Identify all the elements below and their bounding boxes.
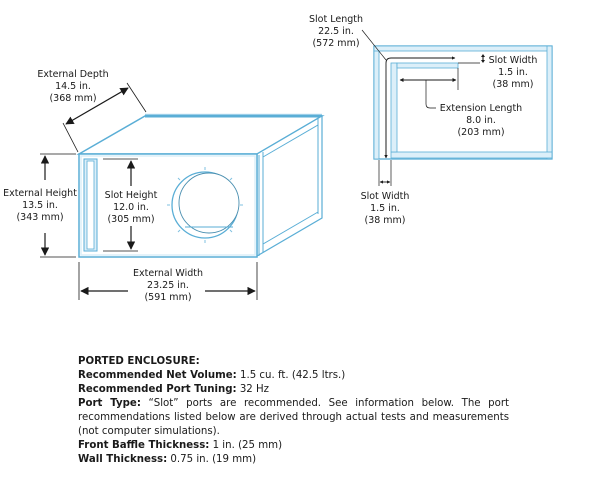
slot-length-mm: (572 mm) (312, 38, 359, 49)
slot-width-bottom-inches: 1.5 in. (370, 203, 400, 214)
external-height-inches: 13.5 in. (22, 200, 58, 211)
slot-top-view: Slot Length 22.5 in. (572 mm) Slot Width… (309, 14, 553, 226)
box-3d (76, 113, 325, 258)
enclosure-specs: PORTED ENCLOSURE: Recommended Net Volume… (78, 355, 509, 467)
slot-width-top-mm: (38 mm) (492, 79, 533, 90)
baffle-thickness-row: Front Baffle Thickness: 1 in. (25 mm) (78, 439, 509, 453)
slot-divider (390, 62, 398, 153)
wall-thickness-value: 0.75 in. (19 mm) (167, 454, 257, 465)
slot-extension (396, 62, 459, 69)
external-width-inches: 23.25 in. (147, 280, 189, 291)
slot-height-label: Slot Height (105, 190, 158, 201)
net-volume-value: 1.5 cu. ft. (42.5 ltrs.) (236, 370, 346, 381)
external-width-mm: (591 mm) (144, 292, 191, 303)
external-width-dimension: External Width 23.25 in. (591 mm) (78, 262, 258, 303)
net-volume-row: Recommended Net Volume: 1.5 cu. ft. (42.… (78, 369, 509, 383)
extension-length-inches: 8.0 in. (466, 115, 496, 126)
port-tuning-row: Recommended Port Tuning: 32 Hz (78, 383, 509, 397)
extension-length-mm: (203 mm) (457, 127, 504, 138)
external-height-label: External Height (3, 188, 77, 199)
port-type-row: Port Type: “Slot” ports are recommended.… (78, 397, 509, 439)
right-wall (546, 45, 553, 160)
slot-height-dimension: Slot Height 12.0 in. (305 mm) (103, 158, 158, 252)
port-tuning-label: Recommended Port Tuning: (78, 384, 237, 395)
port-tuning-value: 32 Hz (236, 384, 270, 395)
slot-length-inches: 22.5 in. (318, 26, 354, 37)
wall-thickness-row: Wall Thickness: 0.75 in. (19 mm) (78, 453, 509, 467)
baffle-thickness-label: Front Baffle Thickness: (78, 440, 210, 451)
port-type-value: “Slot” ports are recommended. See inform… (78, 398, 509, 437)
extension-length-label: Extension Length (440, 103, 522, 114)
wall-thickness-label: Wall Thickness: (78, 454, 168, 465)
top-wall (373, 45, 553, 52)
slot-width-top-inches: 1.5 in. (498, 67, 528, 78)
enclosure-diagram: External Depth 14.5 in. (368 mm) Externa… (3, 14, 553, 303)
left-wall (373, 45, 380, 160)
external-depth-label: External Depth (37, 69, 108, 80)
slot-height-mm: (305 mm) (107, 214, 154, 225)
slot-width-bottom-mm: (38 mm) (364, 215, 405, 226)
external-width-label: External Width (133, 268, 203, 279)
slot-width-top-label: Slot Width (489, 55, 538, 66)
bottom-wall (390, 151, 553, 159)
external-depth-inches: 14.5 in. (55, 81, 91, 92)
external-depth-dimension: External Depth 14.5 in. (368 mm) (37, 69, 147, 153)
baffle-thickness-value: 1 in. (25 mm) (209, 440, 283, 451)
external-depth-mm: (368 mm) (49, 93, 96, 104)
port-type-label: Port Type: (78, 398, 141, 409)
external-height-mm: (343 mm) (16, 212, 63, 223)
slot-length-label: Slot Length (309, 14, 363, 25)
slot-width-bottom-label: Slot Width (361, 191, 410, 202)
net-volume-label: Recommended Net Volume: (78, 370, 237, 381)
external-height-dimension: External Height 13.5 in. (343 mm) (3, 153, 77, 258)
specs-heading: PORTED ENCLOSURE: (78, 356, 200, 367)
slot-height-inches: 12.0 in. (113, 202, 149, 213)
